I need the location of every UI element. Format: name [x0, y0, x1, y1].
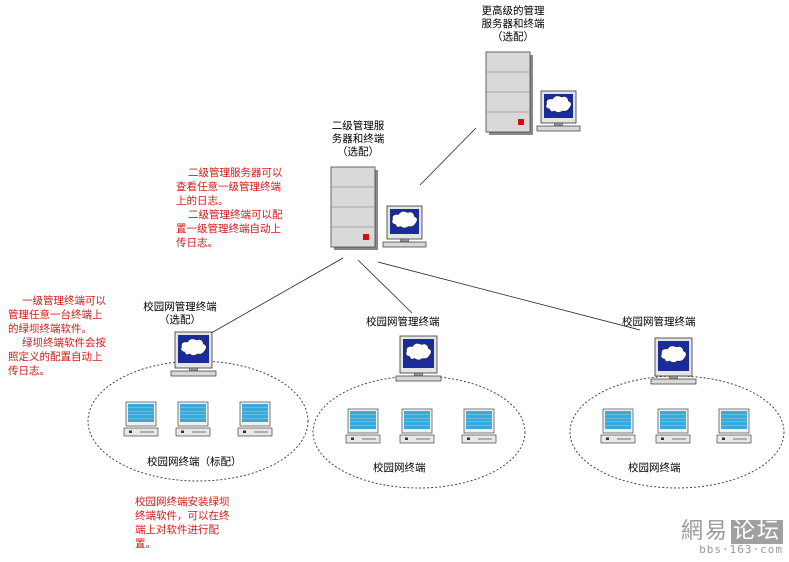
campus-terminal-mid-1 [345, 408, 381, 444]
label-group-left: 校园网终端（标配） [147, 456, 242, 468]
label-campus-manager-mid: 校园网管理终端 [366, 316, 440, 328]
campus-manager-mid-monitor [395, 335, 442, 382]
link-secondary-mid [357, 259, 413, 314]
campus-terminal-mid-2 [399, 408, 435, 444]
campus-terminal-left-2 [175, 401, 211, 437]
watermark-logo: 網易论坛 bbs·163·com [681, 520, 783, 556]
secondary-server-tower [330, 166, 378, 250]
secondary-server-monitor [382, 205, 427, 248]
note-terminal: 校园网终端安装绿坝 终端软件，可以在终 端上对软件进行配 置。 [135, 496, 230, 550]
link-secondary-left [205, 257, 344, 337]
watermark-brand: 網易 [680, 519, 729, 544]
group-ellipse-mid [312, 375, 526, 489]
campus-terminal-right-3 [716, 408, 752, 444]
label-group-right: 校园网终端 [628, 462, 681, 474]
note-secondary-server: 二级管理服务器可以 查看任意一级管理终端 上的日志。 二级管理终端可以配 置一级… [176, 167, 283, 249]
watermark-forum: 论坛 [730, 519, 783, 544]
label-group-mid: 校园网终端 [373, 462, 426, 474]
campus-manager-right-monitor [650, 337, 697, 385]
campus-terminal-right-2 [655, 408, 691, 444]
note-first-level: 一级管理终端可以 管理任意一台终端上 的绿坝终端软件。 绿坝终端软件会按 照定义… [8, 295, 106, 377]
link-secondary-right [377, 261, 641, 331]
link-top-secondary [419, 127, 477, 186]
top-server-monitor [536, 90, 581, 132]
campus-terminal-mid-3 [461, 408, 497, 444]
label-campus-manager-left: 校园网管理终端 （选配） [143, 301, 217, 326]
campus-terminal-left-3 [237, 401, 273, 437]
label-campus-manager-right: 校园网管理终端 [622, 316, 696, 328]
campus-manager-left-monitor [170, 331, 217, 377]
label-secondary-server: 二级管理服 务器和终端 （选配） [331, 120, 385, 158]
top-server-tower [485, 51, 533, 135]
label-top-server: 更高级的管理 服务器和终端 （选配） [481, 5, 545, 43]
campus-terminal-left-1 [123, 401, 159, 437]
campus-terminal-right-1 [600, 408, 636, 444]
watermark-url: bbs·163·com [699, 543, 783, 556]
